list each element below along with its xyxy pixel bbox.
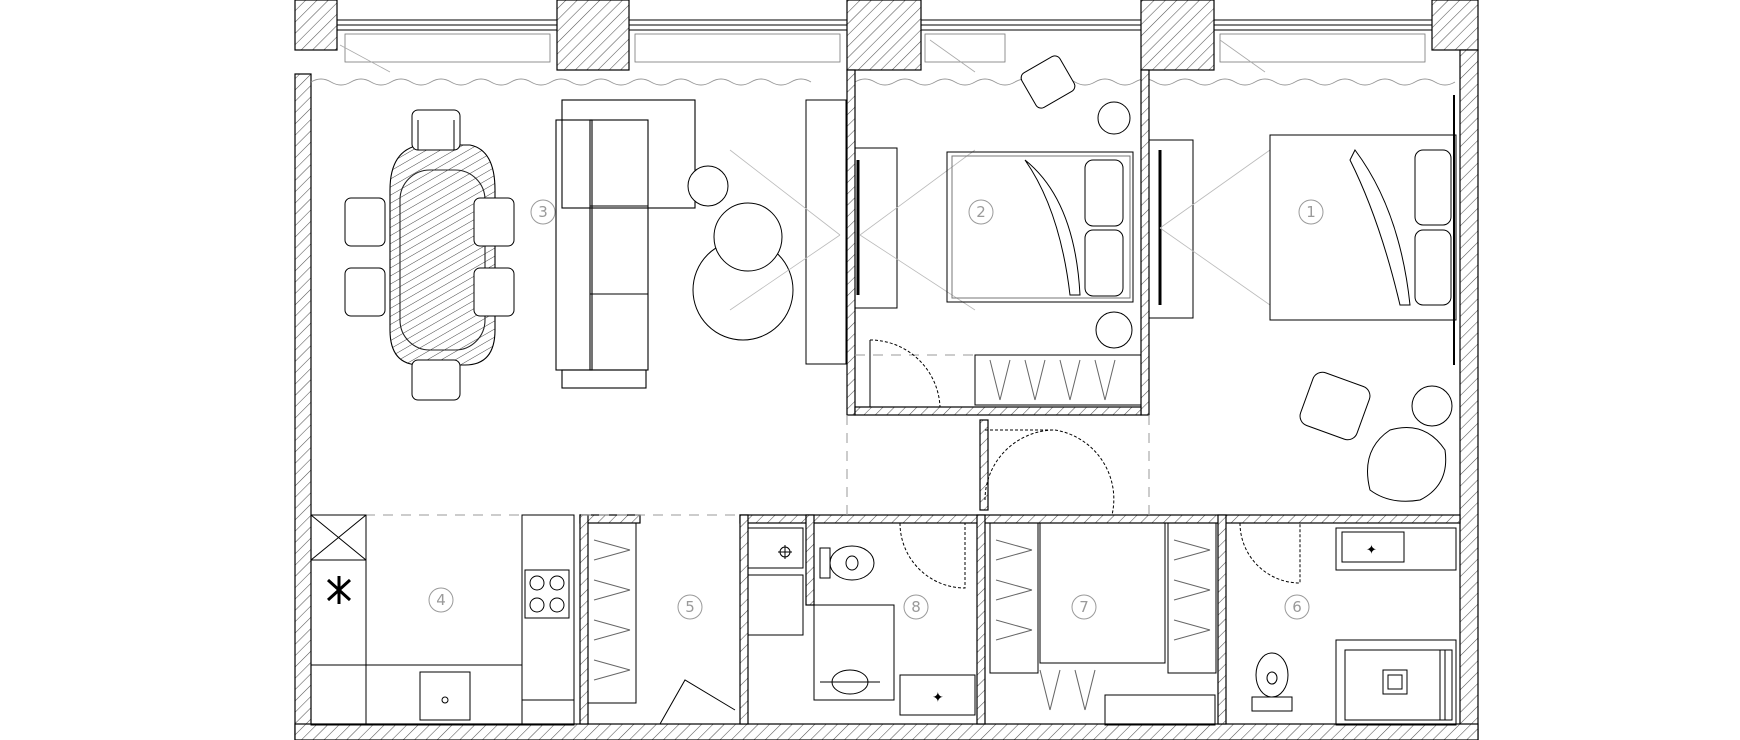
radiator-icon: [1219, 33, 1426, 63]
toilet-icon: [1251, 652, 1293, 712]
wall: [739, 514, 1461, 524]
wall: [979, 419, 989, 511]
room-label-7: 7: [1071, 594, 1097, 620]
wall: [854, 406, 1142, 416]
armchair-icon: [1020, 55, 1076, 109]
svg-text:6: 6: [1292, 598, 1302, 616]
wardrobe-icon: [587, 522, 637, 704]
sofa-icon: [555, 99, 696, 389]
wall: [579, 514, 589, 725]
windows: [337, 19, 1432, 31]
fridge-icon: [326, 576, 352, 604]
wardrobe-icon: [974, 354, 1142, 406]
tv-console: [805, 99, 898, 365]
window-icon: [337, 19, 557, 31]
sink-icon: [419, 671, 471, 721]
floor-drain-icon: [1382, 669, 1408, 695]
floor-drain-icon: ✦: [778, 545, 944, 706]
door-swing-icon: [899, 522, 966, 589]
svg-text:4: 4: [436, 591, 446, 609]
room-label-1: 1: [1298, 199, 1324, 225]
room-label-4: 4: [428, 587, 454, 613]
wall-pier: [294, 0, 338, 51]
svg-text:1: 1: [1306, 203, 1316, 221]
radiator-icon: [344, 33, 551, 63]
svg-text:8: 8: [911, 598, 921, 616]
door-swing-icon: [984, 429, 1115, 516]
radiator-icon: [924, 33, 1006, 63]
room-label-6: 6: [1284, 594, 1310, 620]
toilet-icon: [819, 545, 875, 581]
wall-pier: [1431, 0, 1479, 51]
nightstands: [1095, 101, 1133, 349]
svg-text:7: 7: [1079, 598, 1089, 616]
radiators: [339, 33, 1426, 73]
chair-icon: [411, 359, 461, 401]
wall-pier: [1140, 0, 1215, 71]
curtains: [310, 78, 1456, 86]
wall: [1140, 69, 1150, 416]
wall: [805, 514, 815, 606]
chair-icon: [473, 267, 515, 317]
radiator-icon: [634, 33, 841, 63]
wall-pier: [846, 0, 922, 71]
chair-icon: [344, 267, 386, 317]
bed-icon: [1269, 95, 1457, 365]
dining-chairs: [344, 109, 515, 401]
wall: [579, 514, 641, 524]
svg-text:3: 3: [538, 203, 548, 221]
dining-table-icon: [389, 144, 496, 366]
armchair-icon: [1299, 371, 1453, 502]
svg-text:✦: ✦: [932, 690, 944, 706]
kitchen-units: [310, 514, 575, 726]
sink-icon: ✦: [1341, 531, 1405, 563]
coffee-tables: [687, 165, 794, 341]
room-labels: 1 2 3 4 5 6 7 8: [428, 199, 1324, 620]
bed-icon: [946, 151, 1134, 303]
left-wall: [294, 73, 312, 740]
right-wall: [1459, 49, 1479, 740]
wardrobe-icon: [989, 522, 1217, 726]
entrance-door: [659, 679, 736, 725]
wall-pier: [556, 0, 630, 71]
svg-text:✦: ✦: [1366, 543, 1377, 558]
bathroom-8-fixtures: [747, 527, 976, 716]
door-swing-icon: [1239, 522, 1301, 584]
chair-icon: [344, 197, 386, 247]
window-icon: [1214, 19, 1432, 31]
shower-icon: [1439, 649, 1453, 721]
window-icon: [629, 19, 847, 31]
hob-icon: [524, 569, 570, 619]
chair-icon: [411, 109, 461, 151]
room-label-8: 8: [903, 594, 929, 620]
washbasin-icon: [820, 669, 880, 695]
exterior-walls: [294, 0, 1479, 740]
room-label-3: 3: [530, 199, 556, 225]
tv-sightlines: [1159, 149, 1271, 306]
headboard-tv: [1148, 139, 1194, 319]
svg-text:5: 5: [685, 598, 695, 616]
bottom-wall: [294, 723, 1479, 740]
chair-icon: [473, 197, 515, 247]
bathroom-6-fixtures: [1335, 527, 1457, 726]
room-label-2: 2: [968, 199, 994, 225]
svg-text:2: 2: [976, 203, 986, 221]
wall: [846, 69, 856, 416]
window-icon: [921, 19, 1141, 31]
wall: [976, 514, 986, 725]
wall: [739, 514, 749, 725]
room-label-5: 5: [677, 594, 703, 620]
door-swing-icon: [869, 339, 941, 408]
wall: [1217, 514, 1227, 725]
